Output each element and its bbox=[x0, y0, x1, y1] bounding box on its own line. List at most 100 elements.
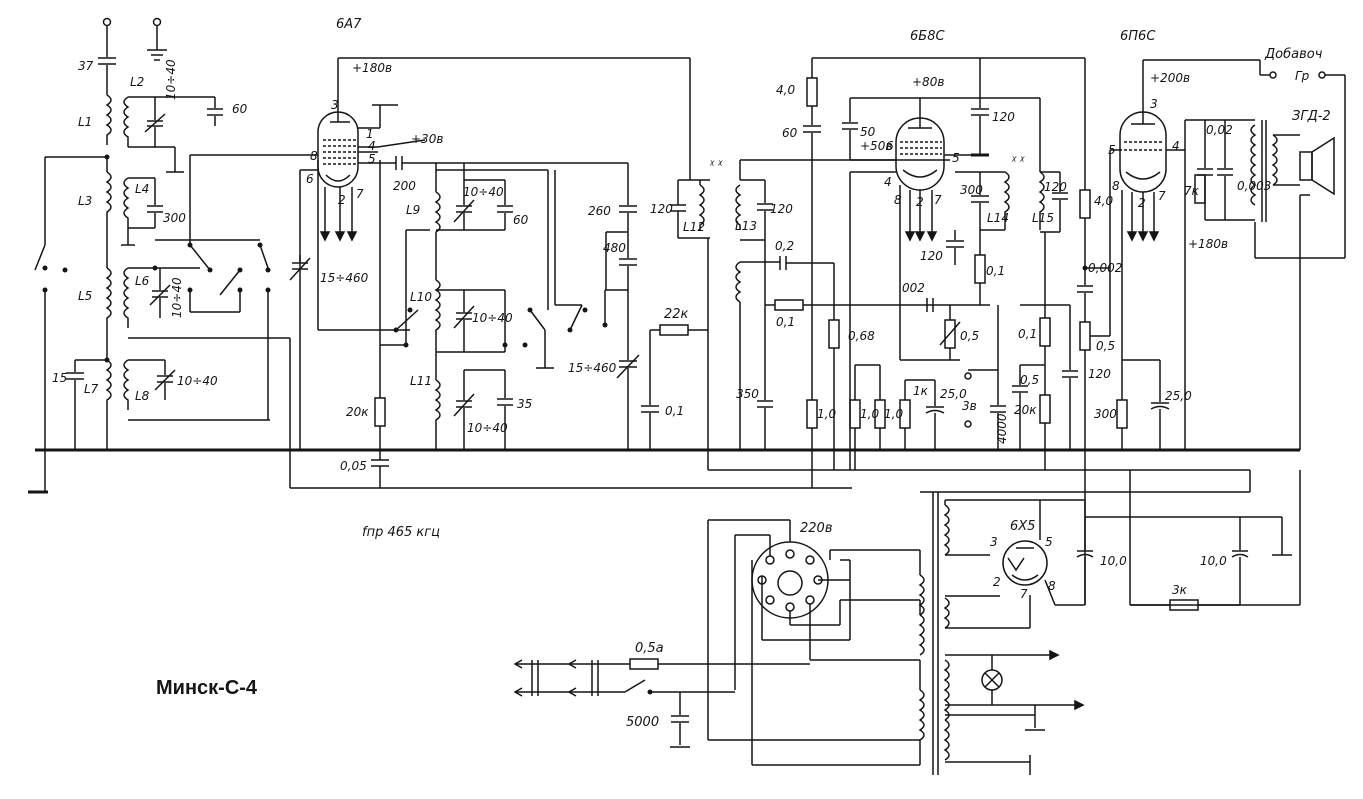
phono-label: Гр bbox=[1295, 69, 1310, 83]
band-switch-2 bbox=[152, 154, 310, 420]
voltage-50-label: +50в bbox=[860, 139, 892, 153]
pin1-label: 1 bbox=[366, 127, 374, 141]
tube-6x5-label: 6Х5 bbox=[1010, 519, 1035, 534]
if-frequency-note: fпр 465 кгц bbox=[362, 525, 440, 540]
cap-0-02-label: 0,02 bbox=[1206, 123, 1233, 137]
pin7-c-label: 7 bbox=[1158, 189, 1166, 203]
res-4-0-b-label: 4,0 bbox=[1094, 194, 1113, 208]
trimmer-10-40-c-label: 10÷40 bbox=[177, 374, 218, 388]
coil-L5 bbox=[105, 267, 112, 328]
tube-6b8c-label: 6Б8С bbox=[910, 29, 945, 44]
coil-L4-label: L4 bbox=[135, 182, 149, 196]
trimmer-10-40-d-label: 10÷40 bbox=[463, 185, 504, 199]
extra-jack-1 bbox=[1269, 71, 1277, 79]
coil-L6-label: L6 bbox=[135, 274, 150, 288]
power-primary-3 bbox=[918, 689, 925, 741]
coil-L6 bbox=[123, 267, 130, 328]
antenna-terminal bbox=[98, 17, 116, 95]
res-1-0-b-label: 1,0 bbox=[860, 407, 879, 421]
cap-350-label: 350 bbox=[736, 387, 759, 401]
cap-120-c-label: 120 bbox=[992, 110, 1015, 124]
coil-L14 bbox=[1003, 171, 1010, 230]
coil-L8-label: L8 bbox=[135, 389, 150, 403]
cap-15-460-label: 15÷460 bbox=[320, 271, 369, 285]
pin4-b-label: 4 bbox=[884, 175, 892, 189]
band-switch-1 bbox=[34, 244, 68, 492]
res-0-1-label: 0,1 bbox=[986, 264, 1005, 278]
res-20k-b-label: 20к bbox=[1014, 403, 1037, 417]
cap-25-a-label: 25,0 bbox=[940, 387, 967, 401]
switch-mark-b-label: ᵡ ᵡ bbox=[1011, 153, 1025, 167]
cap-15-label: 15 bbox=[52, 371, 67, 385]
power-secondary-aux bbox=[943, 719, 950, 761]
tube-6a7 bbox=[317, 95, 359, 242]
mains-voltage-label: 220в bbox=[800, 521, 832, 536]
pin8-c-label: 8 bbox=[1112, 179, 1120, 193]
coil-L13-label: L13 bbox=[735, 219, 757, 233]
coil-L8 bbox=[123, 359, 130, 410]
coil-L11 bbox=[434, 379, 441, 430]
power-secondary-lamp bbox=[943, 659, 950, 721]
voltage-180-b-label: +180в bbox=[1188, 237, 1228, 251]
trimmer-10-40-label: 10÷40 bbox=[164, 59, 178, 100]
cap-120-e-label: 120 bbox=[1044, 180, 1067, 194]
cap-10-b-label: 10,0 bbox=[1200, 554, 1227, 568]
pin4-label: 4 bbox=[368, 139, 376, 153]
coil-L3-label: L3 bbox=[78, 194, 92, 208]
power-primary-1 bbox=[918, 574, 925, 616]
coil-L1 bbox=[105, 94, 112, 145]
trimmer-10-40-f-label: 10÷40 bbox=[467, 421, 508, 435]
tube-6b8c bbox=[895, 100, 945, 242]
speaker-icon bbox=[1299, 136, 1335, 196]
extra-output-label: Добавоч bbox=[1264, 47, 1323, 62]
out-transformer-secondary bbox=[1271, 134, 1278, 186]
pin3-d-label: 3 bbox=[990, 535, 998, 549]
voltage-30-label: +30в bbox=[411, 132, 443, 146]
coil-L12 bbox=[698, 184, 705, 230]
pin6-b-label: 6 bbox=[886, 139, 894, 153]
coil-L7-label: L7 bbox=[84, 382, 99, 396]
cap-60-c-label: 60 bbox=[782, 126, 798, 140]
cap-002-label: 002 bbox=[902, 281, 925, 295]
coil-L15-label: L15 bbox=[1032, 211, 1054, 225]
res-22k-label: 22к bbox=[664, 307, 689, 322]
cap-25-b-label: 25,0 bbox=[1165, 389, 1192, 403]
band-switch-3 bbox=[436, 169, 628, 369]
pin5-label: 5 bbox=[368, 152, 376, 166]
cap-0-1-label: 0,1 bbox=[665, 404, 684, 418]
pin6-label: 6 bbox=[306, 172, 314, 186]
pin2-label: 2 bbox=[338, 193, 346, 207]
cap-60-label: 60 bbox=[232, 102, 248, 116]
pin7-d-label: 7 bbox=[1020, 587, 1028, 601]
coil-L5-label: L5 bbox=[78, 289, 92, 303]
coil-L11-label: L11 bbox=[410, 374, 432, 388]
cap-0-5-label: 0,5 bbox=[1020, 373, 1039, 387]
coil-L15 bbox=[1038, 171, 1045, 230]
cap-120-b-label: 120 bbox=[770, 202, 793, 216]
model-title: Минск-С-4 bbox=[156, 677, 258, 699]
res-1k-label: 1к bbox=[913, 384, 929, 398]
cap-37-label: 37 bbox=[78, 59, 94, 73]
pin7-b-label: 7 bbox=[934, 193, 942, 207]
fuse-label: 0,5а bbox=[635, 641, 664, 656]
cap-300-label: 300 bbox=[163, 211, 186, 225]
tube-6p6c bbox=[1119, 60, 1167, 242]
trimmer-10-40-b-label: 10÷40 bbox=[170, 277, 184, 318]
coil-L9-label: L9 bbox=[406, 203, 420, 217]
cap-120-a-label: 120 bbox=[650, 202, 673, 216]
cap-120-f-label: 120 bbox=[1088, 367, 1111, 381]
coil-L4 bbox=[123, 177, 130, 228]
cap-0-05-label: 0,05 bbox=[340, 459, 367, 473]
coil-L14-label: L14 bbox=[987, 211, 1009, 225]
cap-200-label: 200 bbox=[393, 179, 416, 193]
voltage-3-label: 3в bbox=[962, 399, 977, 413]
pin8-d-label: 8 bbox=[1048, 579, 1056, 593]
voltage-80-label: +80в bbox=[912, 75, 944, 89]
tube-6p6c-label: 6П6С bbox=[1120, 29, 1156, 44]
ground-terminal bbox=[147, 17, 167, 61]
pin5-c-label: 5 bbox=[1108, 143, 1116, 157]
pin4-c-label: 4 bbox=[1172, 139, 1180, 153]
coil-L1-label: L1 bbox=[78, 115, 92, 129]
coil-L2-label: L2 bbox=[130, 75, 144, 89]
